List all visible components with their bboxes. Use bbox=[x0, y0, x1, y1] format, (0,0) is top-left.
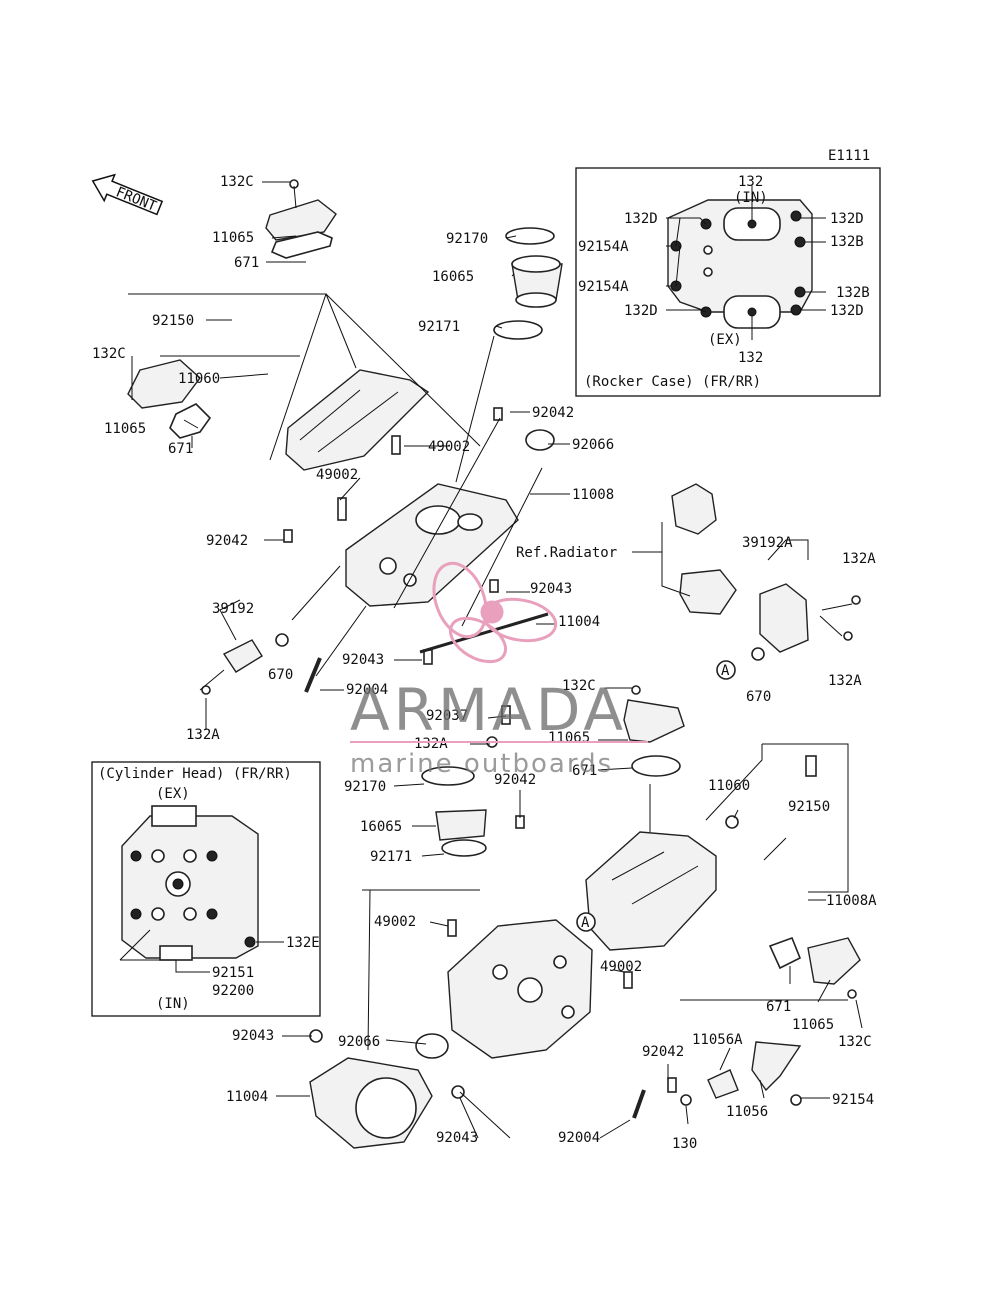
rocker-case-inset: (Rocker Case) (FR/RR) (IN) (EX) 132 132 … bbox=[575, 167, 881, 397]
lower-cylinder-head-assembly: A bbox=[309, 685, 861, 1149]
upper-cylinder-head-assembly bbox=[127, 179, 563, 695]
label-671-3: 671 bbox=[572, 763, 597, 779]
callout-a-upper: A bbox=[721, 663, 730, 679]
label-132c-1: 132C bbox=[220, 174, 254, 190]
rocker-part-132d-br: 132D bbox=[830, 303, 864, 319]
label-16065-2: 16065 bbox=[360, 819, 402, 835]
cyl-head-part-92151: 92151 bbox=[212, 965, 254, 981]
rocker-part-132-top: 132 bbox=[738, 174, 763, 190]
label-39192: 39192 bbox=[212, 601, 254, 617]
rocker-part-132-bottom: 132 bbox=[738, 350, 763, 366]
label-11065-4: 11065 bbox=[792, 1017, 834, 1033]
label-92042-3: 92042 bbox=[494, 772, 536, 788]
propeller-logo-icon bbox=[432, 561, 558, 664]
label-132c-3: 132C bbox=[562, 678, 596, 694]
label-132a-2: 132A bbox=[828, 673, 862, 689]
label-671-2: 671 bbox=[168, 441, 193, 457]
label-130: 130 bbox=[672, 1136, 697, 1152]
label-92043-2: 92043 bbox=[342, 652, 384, 668]
label-92004-2: 92004 bbox=[558, 1130, 600, 1146]
label-92043-3: 92043 bbox=[232, 1028, 274, 1044]
rocker-ex-label: (EX) bbox=[708, 332, 742, 348]
label-92042-4: 92042 bbox=[642, 1044, 684, 1060]
label-49002-2: 49002 bbox=[316, 467, 358, 483]
label-11056: 11056 bbox=[726, 1104, 768, 1120]
label-11008: 11008 bbox=[572, 487, 614, 503]
ref-radiator-label: Ref.Radiator bbox=[516, 545, 617, 561]
label-132a-4: 132A bbox=[414, 736, 448, 752]
label-11065-2: 11065 bbox=[104, 421, 146, 437]
label-92170-1: 92170 bbox=[446, 231, 488, 247]
label-92150-1: 92150 bbox=[152, 313, 194, 329]
label-671-1: 671 bbox=[234, 255, 259, 271]
label-132c-4: 132C bbox=[838, 1034, 872, 1050]
front-arrow-icon: FRONT bbox=[91, 173, 164, 216]
label-11065-1: 11065 bbox=[212, 230, 254, 246]
label-92042-2: 92042 bbox=[206, 533, 248, 549]
label-92150-2: 92150 bbox=[788, 799, 830, 815]
label-92042-1: 92042 bbox=[532, 405, 574, 421]
rocker-part-92154a-upper: 92154A bbox=[578, 239, 629, 255]
label-11056a: 11056A bbox=[692, 1032, 743, 1048]
label-670-1: 670 bbox=[268, 667, 293, 683]
label-92171-2: 92171 bbox=[370, 849, 412, 865]
rocker-part-132d-tl: 132D bbox=[624, 211, 658, 227]
label-49002-4: 49002 bbox=[600, 959, 642, 975]
label-39192a: 39192A bbox=[742, 535, 793, 551]
armada-watermark: ARMADA marine outboards bbox=[350, 561, 648, 779]
label-92170-2: 92170 bbox=[344, 779, 386, 795]
label-92066-2: 92066 bbox=[338, 1034, 380, 1050]
watermark-tagline: marine outboards bbox=[350, 749, 613, 779]
label-16065-1: 16065 bbox=[432, 269, 474, 285]
label-11004-1: 11004 bbox=[558, 614, 600, 630]
front-label: FRONT bbox=[113, 184, 159, 215]
cylinder-head-inset: (Cylinder Head) (FR/RR) (EX) (IN) 132E 9… bbox=[91, 761, 321, 1017]
label-671-4: 671 bbox=[766, 999, 791, 1015]
rocker-part-92154a-lower: 92154A bbox=[578, 279, 629, 295]
label-132c-2: 132C bbox=[92, 346, 126, 362]
cyl-head-part-92200: 92200 bbox=[212, 983, 254, 999]
label-670-2: 670 bbox=[746, 689, 771, 705]
rocker-case-title: (Rocker Case) (FR/RR) bbox=[584, 374, 761, 390]
label-92043-4: 92043 bbox=[436, 1130, 478, 1146]
rocker-in-label: (IN) bbox=[734, 190, 768, 206]
label-92037: 92037 bbox=[426, 708, 468, 724]
leader-lines bbox=[128, 181, 863, 1139]
label-92066-1: 92066 bbox=[572, 437, 614, 453]
cyl-head-part-132e: 132E bbox=[286, 935, 320, 951]
cyl-head-ex-label: (EX) bbox=[156, 786, 190, 802]
cyl-head-in-label: (IN) bbox=[156, 996, 190, 1012]
part-labels: 132C 11065 671 92150 132C 11060 11065 67… bbox=[92, 174, 877, 1152]
rocker-part-132d-tr: 132D bbox=[830, 211, 864, 227]
label-92154: 92154 bbox=[832, 1092, 874, 1108]
label-49002-3: 49002 bbox=[374, 914, 416, 930]
watermark-brand: ARMADA bbox=[350, 676, 627, 744]
cyl-head-title: (Cylinder Head) (FR/RR) bbox=[98, 766, 292, 782]
rocker-part-132b-lower: 132B bbox=[836, 285, 870, 301]
radiator-fitting-assembly: A bbox=[632, 483, 861, 680]
label-92043-1: 92043 bbox=[530, 581, 572, 597]
callout-a-lower: A bbox=[581, 915, 590, 931]
label-132a-1: 132A bbox=[842, 551, 876, 567]
label-92171-1: 92171 bbox=[418, 319, 460, 335]
rocker-part-132d-bl: 132D bbox=[624, 303, 658, 319]
label-11060-2: 11060 bbox=[708, 778, 750, 794]
label-11060-1: 11060 bbox=[178, 371, 220, 387]
label-132a-3: 132A bbox=[186, 727, 220, 743]
rocker-part-132b-upper: 132B bbox=[830, 234, 864, 250]
label-49002-1: 49002 bbox=[428, 439, 470, 455]
diagram-id: E1111 bbox=[828, 148, 870, 164]
label-92004-1: 92004 bbox=[346, 682, 388, 698]
label-11004-2: 11004 bbox=[226, 1089, 268, 1105]
label-11008a: 11008A bbox=[826, 893, 877, 909]
